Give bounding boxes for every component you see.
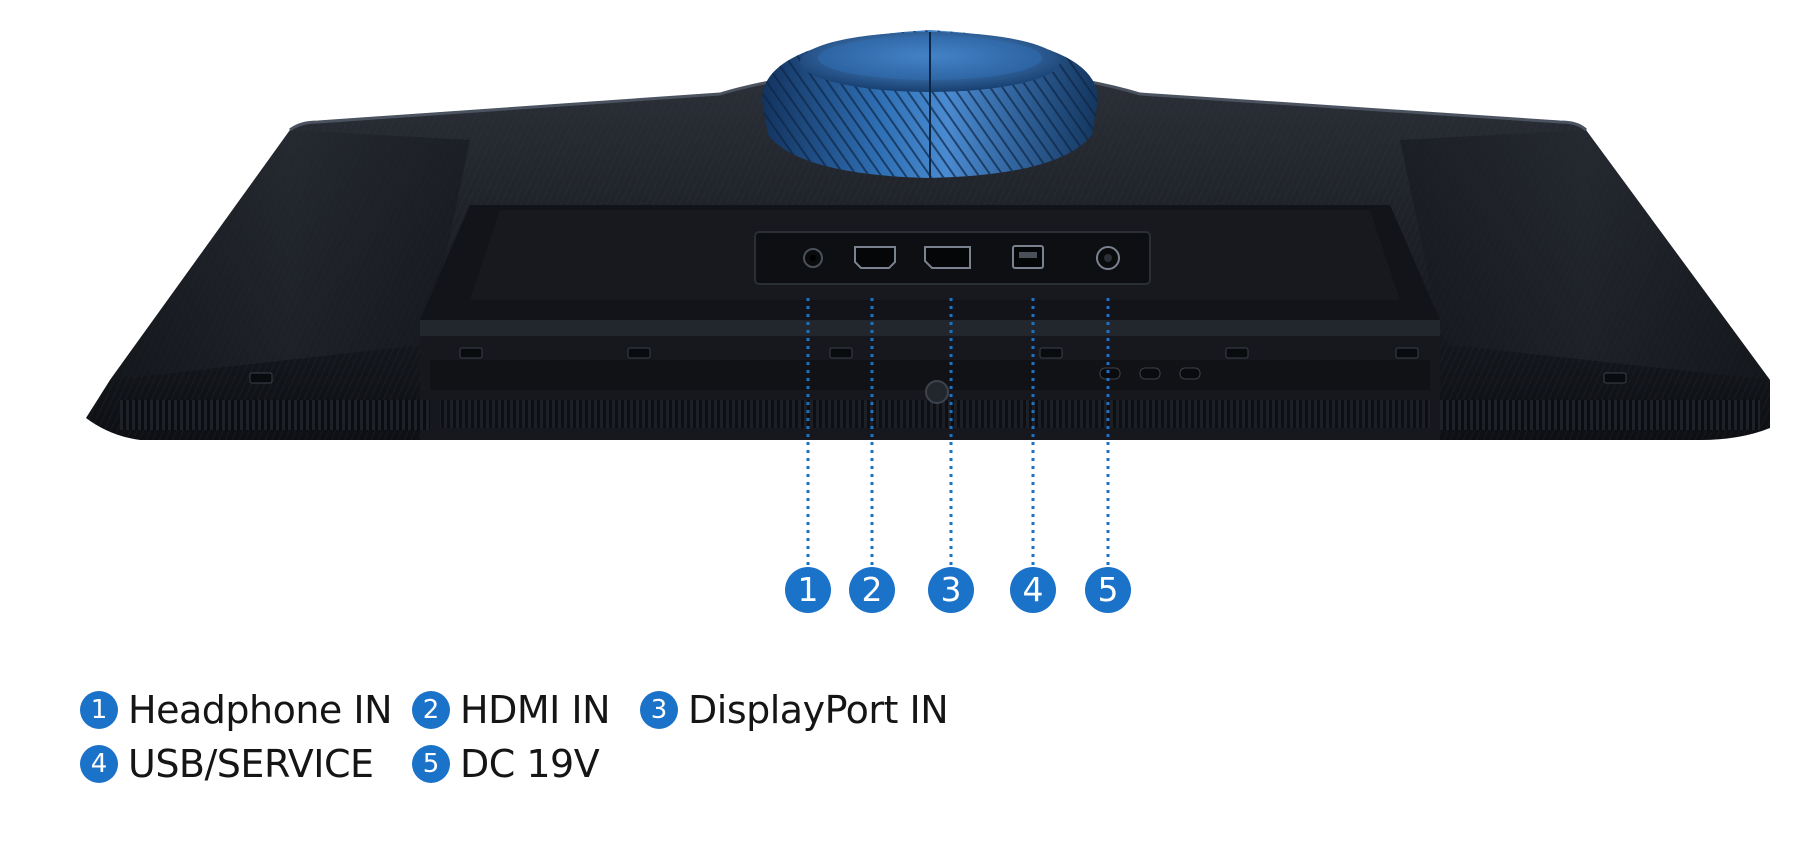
callout-2: 2 <box>849 567 895 613</box>
legend-item-dc: 5 DC 19V <box>412 742 600 786</box>
callout-4: 4 <box>1010 567 1056 613</box>
legend-label: Headphone IN <box>128 688 393 732</box>
legend-number: 5 <box>412 745 450 783</box>
legend-number: 3 <box>640 691 678 729</box>
callout-3: 3 <box>928 567 974 613</box>
legend-item-displayport: 3 DisplayPort IN <box>640 688 949 732</box>
legend-label: DC 19V <box>460 742 600 786</box>
legend-number: 2 <box>412 691 450 729</box>
legend-label: USB/SERVICE <box>128 742 374 786</box>
legend-label: DisplayPort IN <box>688 688 949 732</box>
callout-1: 1 <box>785 567 831 613</box>
callout-5: 5 <box>1085 567 1131 613</box>
legend-number: 4 <box>80 745 118 783</box>
legend-number: 1 <box>80 691 118 729</box>
legend-item-usb: 4 USB/SERVICE <box>80 742 374 786</box>
legend-item-hdmi: 2 HDMI IN <box>412 688 611 732</box>
legend-label: HDMI IN <box>460 688 611 732</box>
legend-item-headphone: 1 Headphone IN <box>80 688 393 732</box>
